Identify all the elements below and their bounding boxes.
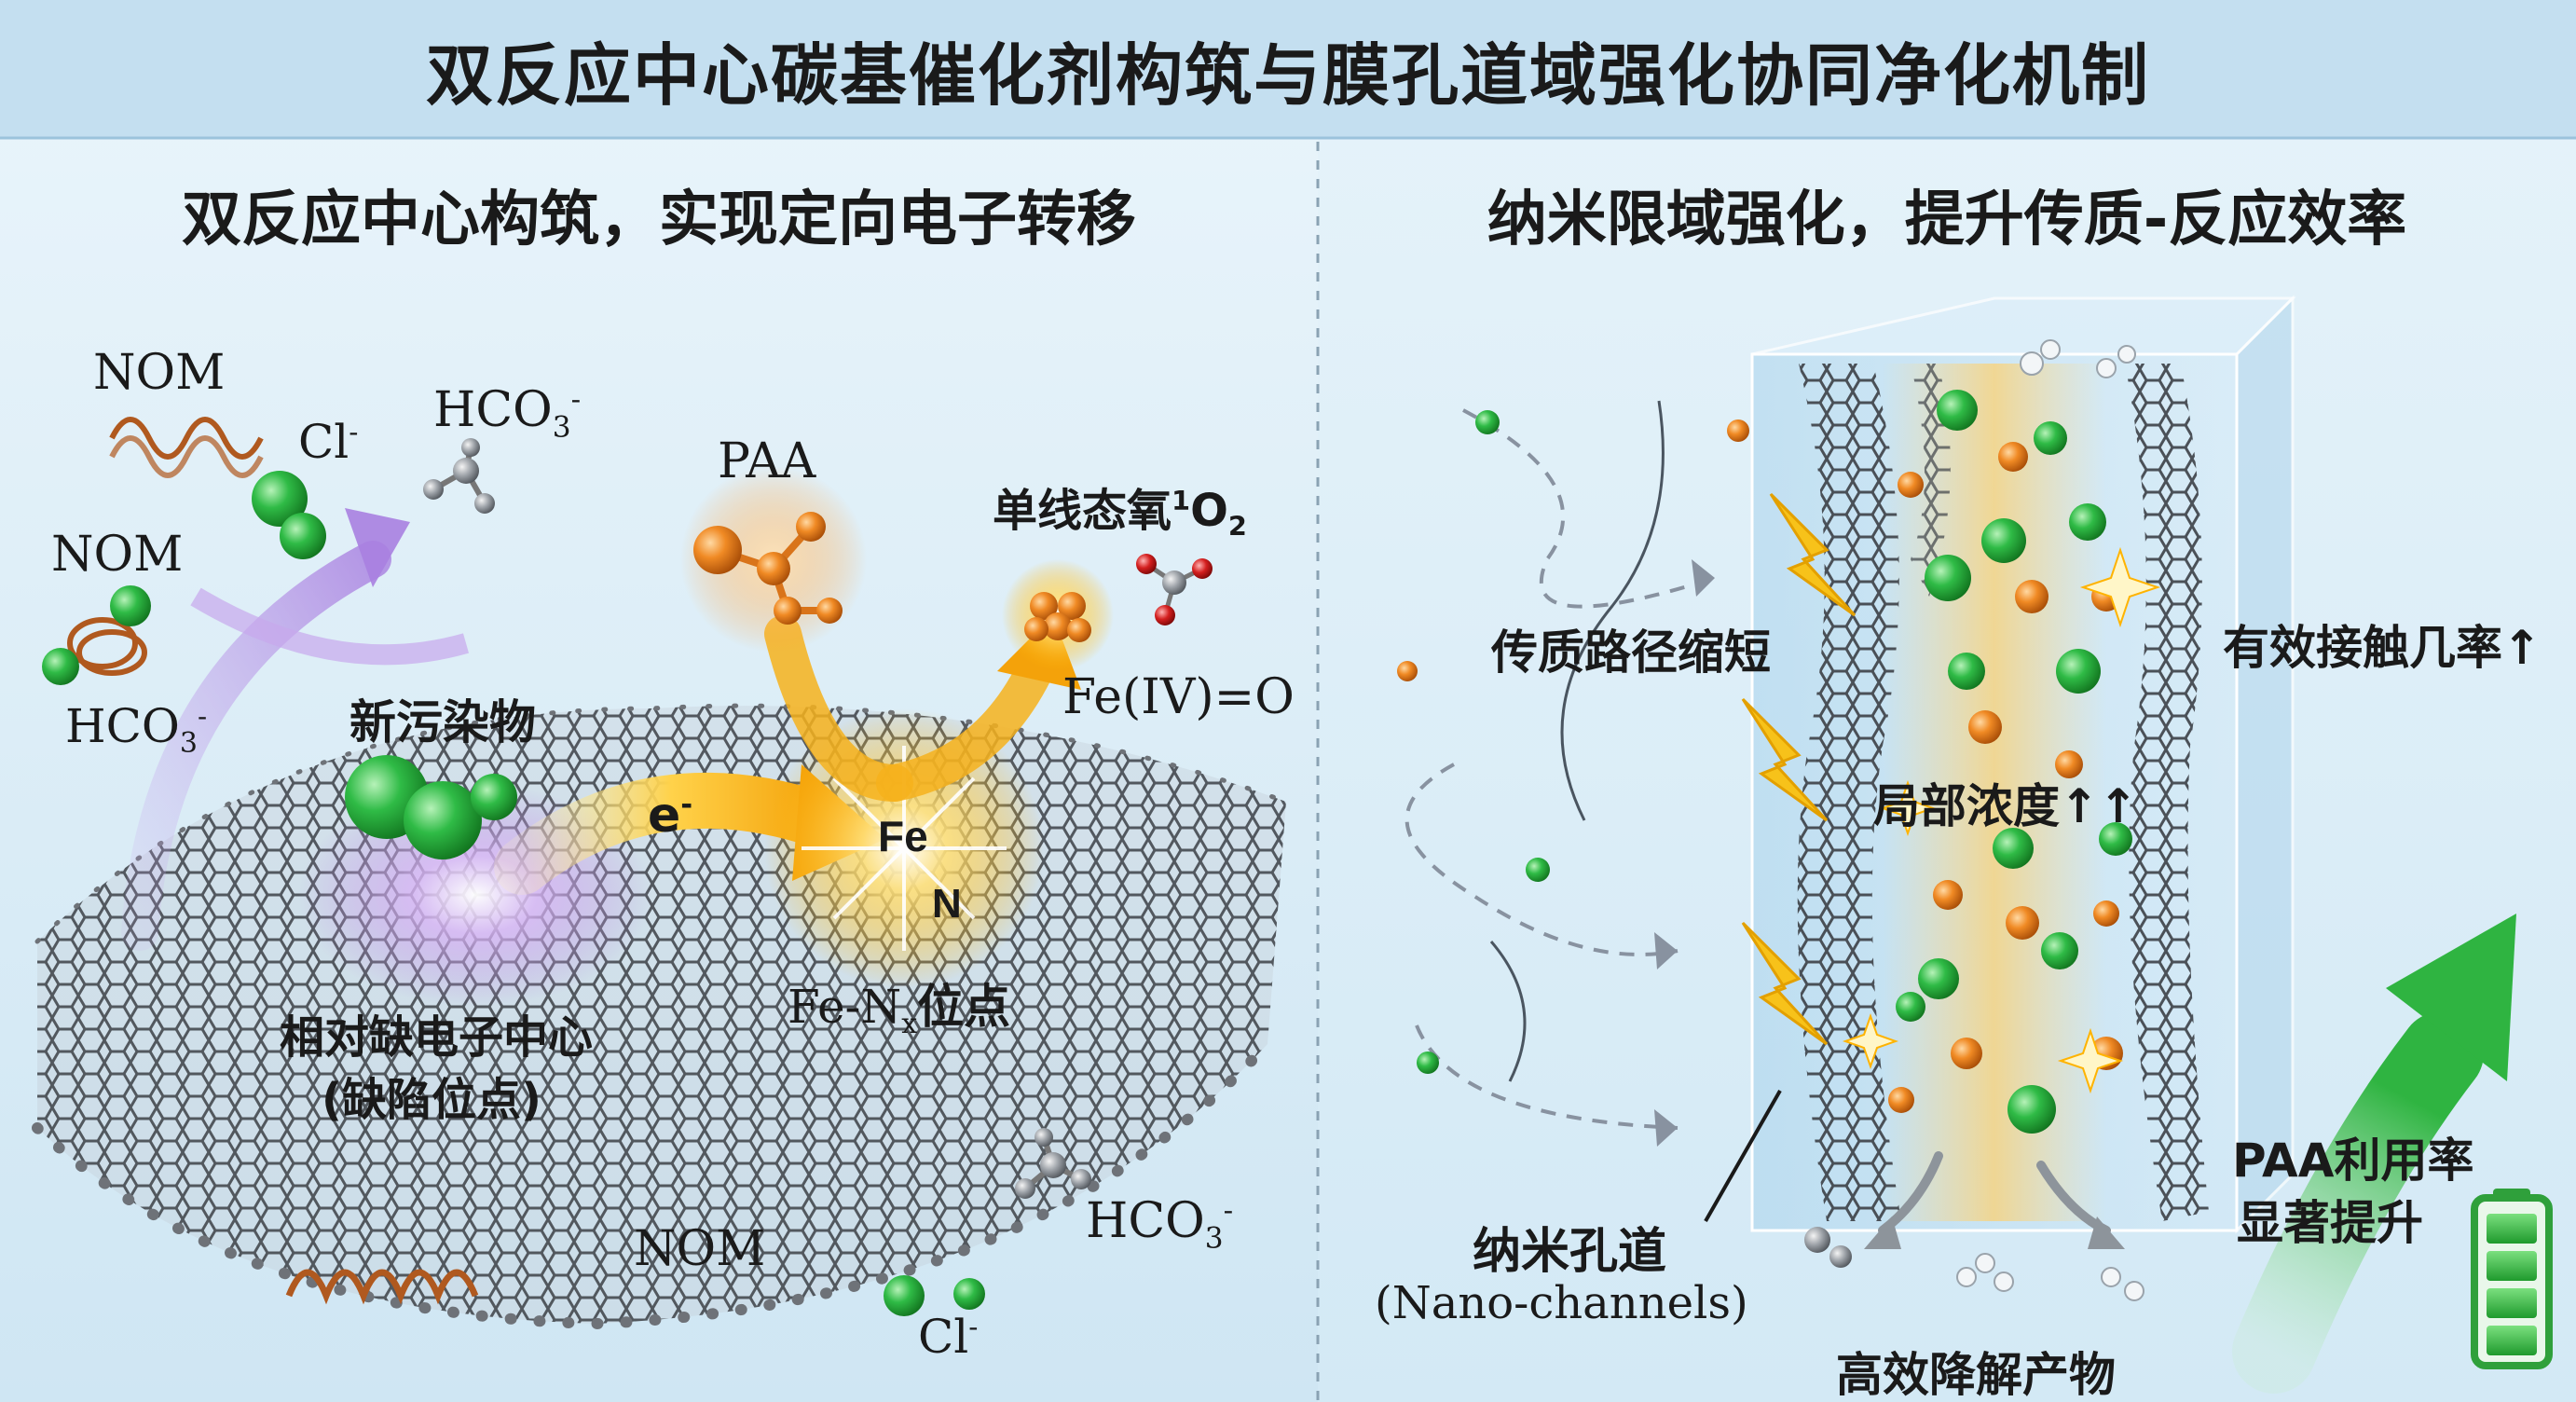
degradation-products xyxy=(1804,1227,2144,1301)
outside-green-particles xyxy=(1417,410,1550,1074)
bicarbonate-label-top: HCO3- xyxy=(433,382,581,444)
outside-orange-particles xyxy=(1397,419,1749,681)
singlet-oxygen-label: 单线态氧1O2 xyxy=(993,474,1247,543)
bicarbonate-text: HCO xyxy=(65,699,180,753)
bicarbonate-charge: - xyxy=(570,382,582,417)
purple-arrow xyxy=(121,541,391,951)
bicarbonate-label-mid: HCO3- xyxy=(65,699,207,760)
diagram-title: 双反应中心碳基催化剂构筑与膜孔道域强化协同净化机制 xyxy=(425,34,2150,115)
bicarbonate-charge: - xyxy=(197,700,208,734)
ros-arrow xyxy=(876,653,1053,802)
chloride-molecule-top xyxy=(252,471,326,559)
ferryl-molecule xyxy=(1136,554,1213,625)
chloride-molecule-bottom xyxy=(884,1275,985,1316)
bicarbonate-subscript: 3 xyxy=(552,410,571,445)
contact-probability-label: 有效接触几率↑ xyxy=(2223,621,2542,675)
nom-label-top: NOM xyxy=(93,345,226,401)
defect-site-label: (缺陷位点) xyxy=(322,1074,541,1126)
chloride-text: Cl xyxy=(918,1310,969,1364)
bicarbonate-subscript: 3 xyxy=(1204,1221,1224,1256)
chloride-charge: - xyxy=(349,416,359,449)
fe-nx-suffix: 位点 xyxy=(917,980,1011,1034)
channel-orange-particles xyxy=(1888,442,2123,1113)
singlet-oxygen-cluster xyxy=(1024,592,1091,642)
paa-label: PAA xyxy=(718,433,816,489)
bicarbonate-text: HCO xyxy=(433,382,553,438)
singlet-oxygen-subscript: 2 xyxy=(1227,510,1247,543)
flow-path-arrowheads xyxy=(1654,559,1715,1147)
new-pollutant-molecule xyxy=(345,755,517,859)
chloride-label-bottom: Cl- xyxy=(918,1310,978,1364)
bicarbonate-molecule-bottom xyxy=(1015,1128,1091,1199)
electron-charge: - xyxy=(680,788,693,822)
nom-label-mid: NOM xyxy=(51,527,184,583)
electron-text: e xyxy=(648,788,681,844)
fe-nx-text: Fe-N xyxy=(788,980,902,1034)
significant-increase-label: 显著提升 xyxy=(2237,1196,2423,1250)
nom-label-bottom: NOM xyxy=(634,1221,766,1277)
singlet-oxygen-text: 单线态氧 xyxy=(993,485,1172,537)
electron-deficient-label: 相对缺电子中心 xyxy=(280,1011,594,1064)
electron-label: e- xyxy=(648,788,692,844)
battery-icon xyxy=(2471,1189,2553,1369)
bicarbonate-text: HCO xyxy=(1086,1193,1205,1249)
nitrogen-label: N xyxy=(932,881,962,927)
bicarbonate-label-bottom: HCO3- xyxy=(1086,1193,1233,1255)
paa-utilization-label: PAA利用率 xyxy=(2232,1134,2474,1188)
fe-nx-site-label: Fe-Nx位点 xyxy=(788,969,1010,1040)
ferryl-label: Fe(IV)=O xyxy=(1062,669,1295,725)
chloride-label-top: Cl- xyxy=(298,415,358,469)
fe-label: Fe xyxy=(878,812,928,860)
purple-arrow-head xyxy=(345,508,410,587)
purple-curve xyxy=(190,587,470,666)
bicarbonate-charge: - xyxy=(1223,1193,1234,1228)
chloride-text: Cl xyxy=(298,415,349,469)
fe-nx-subscript: x xyxy=(901,1008,918,1040)
channel-sparkles xyxy=(1842,546,2161,1094)
mass-transfer-label: 传质路径缩短 xyxy=(1491,625,1771,680)
paa-molecule xyxy=(693,512,843,625)
nom-squiggle-mid xyxy=(67,617,147,676)
nanochannel-box xyxy=(1750,295,2296,1234)
channel-green-particles xyxy=(1896,390,2132,1134)
nanochannel-label: 纳米孔道 xyxy=(1473,1224,1667,1280)
singlet-oxygen-symbol: O xyxy=(1190,485,1228,537)
exit-arrowheads xyxy=(1864,1216,2125,1249)
title-bar xyxy=(0,0,2576,138)
flow-path-dashes xyxy=(1404,408,1716,1130)
nom-squiggle-bottom xyxy=(285,1269,479,1305)
left-panel-heading: 双反应中心构筑，实现定向电子转移 xyxy=(182,186,1136,254)
degradation-products-label: 高效降解产物 xyxy=(1836,1348,2116,1402)
nom-squiggle-top xyxy=(109,417,264,478)
right-panel-heading: 纳米限域强化，提升传质-反应效率 xyxy=(1487,186,2407,254)
nanochannel-pointer xyxy=(1704,1090,1782,1222)
lightning-bolt-icons xyxy=(1741,492,1857,1046)
efficiency-arrow-head xyxy=(2386,914,2516,1081)
nanochannel-english-label: (Nano-channels) xyxy=(1375,1277,1748,1329)
bicarbonate-subscript: 3 xyxy=(179,727,198,760)
chloride-charge: - xyxy=(968,1311,979,1344)
bicarbonate-molecule-top xyxy=(423,438,495,514)
singlet-oxygen-superscript: 1 xyxy=(1172,485,1191,516)
new-pollutant-label: 新污染物 xyxy=(349,695,536,749)
product-bubbles-top xyxy=(2020,339,2136,378)
wavy-solvent-lines xyxy=(1489,400,1665,1082)
local-concentration-label: 局部浓度↑↑ xyxy=(1873,779,2138,833)
efficiency-arrow xyxy=(2232,1011,2484,1394)
nom-green-molecules xyxy=(42,585,151,685)
